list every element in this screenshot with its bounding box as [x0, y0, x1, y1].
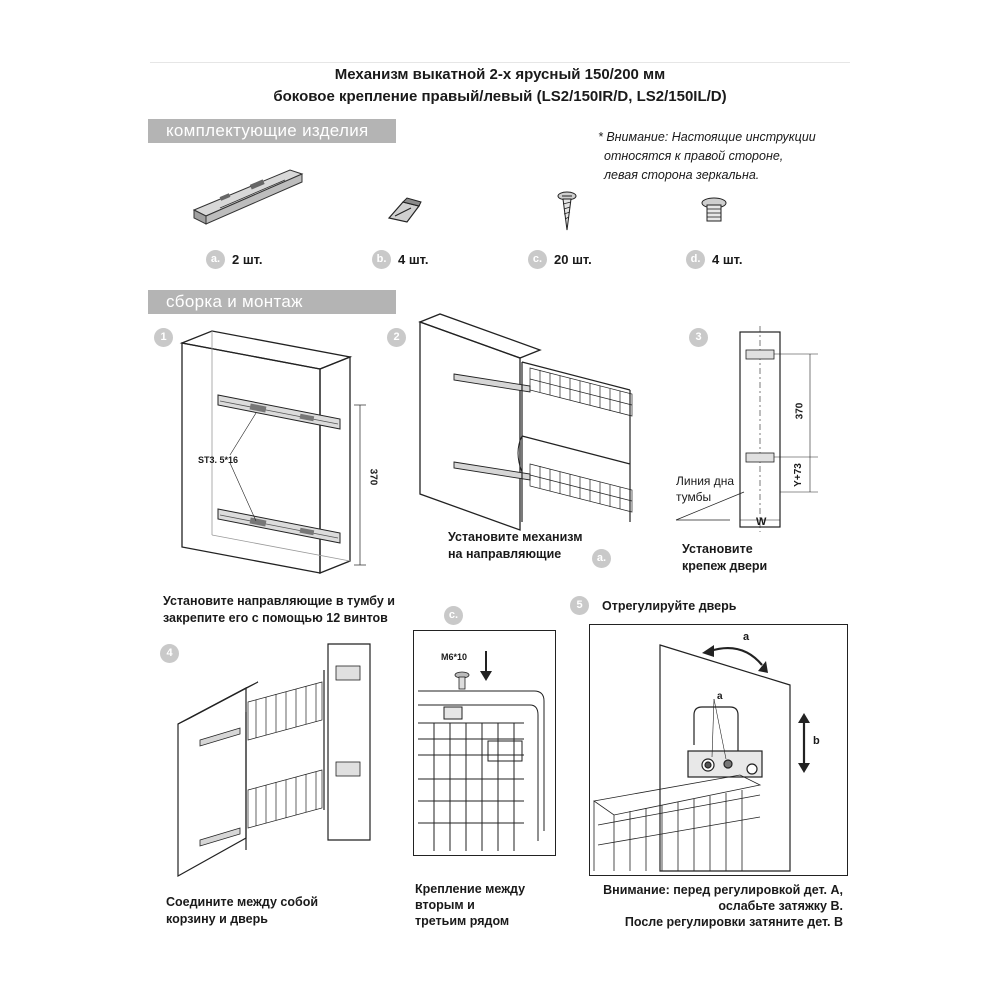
part-b-qty: 4 шт. [398, 252, 429, 267]
step-3-badge: 3 [689, 328, 708, 347]
step-1-caption-line-1: Установите направляющие в тумбу и [163, 594, 395, 608]
step-4-caption-line-2: корзину и дверь [166, 912, 268, 926]
step-5-label-a-rotation: a [743, 631, 750, 643]
step-3-width-label: W [756, 516, 767, 528]
step-3-dimension-y73: Y+73 [792, 463, 804, 487]
step-1-screw-label: ST3. 5*16 [198, 455, 239, 465]
step-2-badge: 2 [387, 328, 406, 347]
section-assembly-header: сборка и монтаж [148, 290, 396, 314]
step-5-label-b: b [813, 735, 820, 747]
part-a-qty: 2 шт. [232, 252, 263, 267]
step-1-badge: 1 [154, 328, 173, 347]
header-divider [150, 62, 850, 63]
step-c-caption-line-2: вторым и [415, 898, 475, 912]
part-b-badge: b. [372, 250, 391, 269]
page-title-line-2: боковое крепление правый/левый (LS2/150I… [273, 88, 727, 105]
step-3-caption-line-1: Установите [682, 542, 753, 556]
step-5-badge: 5 [570, 596, 589, 615]
step-4-badge: 4 [160, 644, 179, 663]
part-c-badge: c. [528, 250, 547, 269]
part-d-qty: 4 шт. [712, 252, 743, 267]
step-5-caption-line-2: ослабьте затяжку В. [718, 899, 843, 913]
step-c-frame [413, 630, 556, 856]
step-c-badge: c. [444, 606, 463, 625]
part-a-badge: a. [206, 250, 225, 269]
step-1-caption-line-2: закрепите его с помощью 12 винтов [163, 611, 388, 625]
step-3-bottom-line-1: Линия дна [676, 474, 735, 488]
step-2-part-badge: a. [592, 549, 611, 568]
step-2-caption-line-1: Установите механизм [448, 530, 583, 544]
step-4-caption-line-1: Соедините между собой [166, 895, 319, 909]
part-d-badge: d. [686, 250, 705, 269]
step-c-diagram [418, 651, 545, 851]
step-3-bottom-line-2: тумбы [676, 490, 712, 504]
note-line-3: левая сторона зеркальна. [604, 168, 760, 182]
step-5-diagram [592, 644, 810, 872]
part-c-qty: 20 шт. [554, 252, 592, 267]
note-line-2: относятся к правой стороне, [604, 149, 784, 163]
section-parts-header: комплектующие изделия [148, 119, 396, 143]
page-title-line-1: Механизм выкатной 2-х ярусный 150/200 мм [334, 66, 666, 83]
drawer-slide-icon [192, 169, 304, 225]
step-3-dimension-370: 370 [794, 402, 806, 420]
step-4-diagram [177, 643, 371, 878]
attention-note: * Внимание: Настоящие инструкции относят… [598, 128, 858, 185]
step-2-diagram [418, 313, 633, 531]
step-5-frame [589, 624, 848, 876]
step-5-title: Отрегулируйте дверь [602, 599, 737, 613]
step-1-diagram [179, 330, 366, 574]
bracket-icon [387, 197, 422, 223]
step-3-diagram [675, 326, 818, 532]
step-2-caption-line-2: на направляющие [448, 547, 562, 561]
bolt-icon [701, 197, 727, 222]
step-5-label-a: a [717, 691, 723, 702]
step-c-caption-line-3: третьим рядом [415, 914, 510, 928]
step-3-caption-line-2: крепеж двери [682, 559, 768, 573]
screw-icon [557, 191, 577, 231]
step-c-caption-line-1: Крепление между [415, 882, 526, 896]
step-c-screw-label: M6*10 [441, 652, 468, 662]
note-line-1: * Внимание: Настоящие инструкции [598, 130, 816, 144]
step-5-caption-line-3: После регулировки затяните дет. В [624, 915, 843, 929]
step-5-caption-line-1: Внимание: перед регулировкой дет. А, [603, 883, 843, 897]
step-1-dimension: 370 [367, 468, 379, 486]
